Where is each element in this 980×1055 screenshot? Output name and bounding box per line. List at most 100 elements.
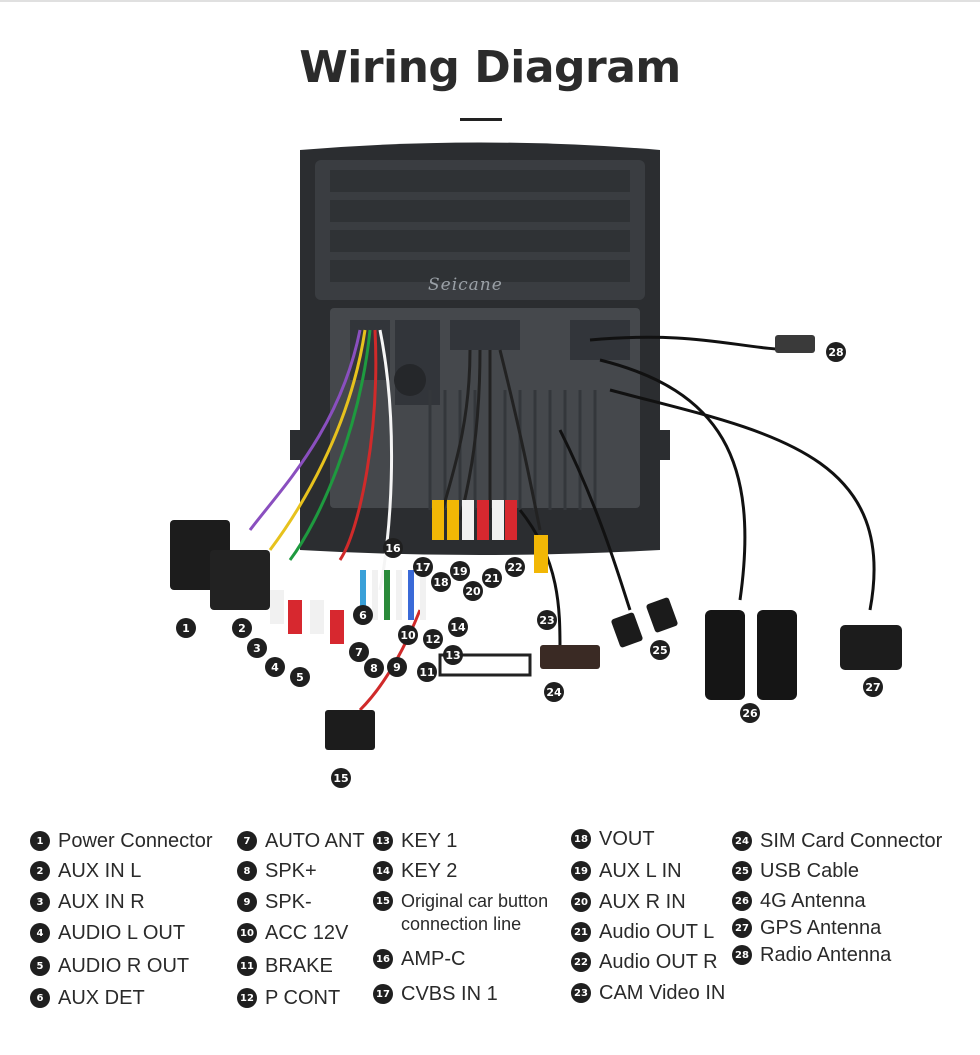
top-divider [0,0,980,2]
callout-number-10: 10 [400,629,416,642]
legend-label-18: VOUT [599,828,655,850]
legend-label-3: AUX IN R [58,891,145,913]
legend-label-1: Power Connector [58,830,213,852]
legend-item-21: 21 Audio OUT L [571,921,714,943]
callout-badge-14 [448,617,468,637]
callout-badge-9 [387,657,407,677]
callout-number-27: 27 [865,681,880,694]
callout-badge-21 [482,568,502,588]
legend-label-17: CVBS IN 1 [401,983,498,1005]
brand-logo: Seicane [428,275,503,295]
callout-badge-12 [423,629,443,649]
callout-number-6: 6 [359,609,367,622]
callout-number-2: 2 [238,622,246,635]
legend-label-5: AUDIO R OUT [58,955,190,977]
legend-label-23: CAM Video IN [599,982,726,1004]
wiring-diagram: Seicane [170,142,902,788]
legend-number-22: 22 [571,952,591,972]
callout-number-28: 28 [828,346,843,359]
callout-number-25: 25 [652,644,667,657]
legend-number-21: 21 [571,922,591,942]
legend-number-14: 14 [373,861,393,881]
legend-label-7: AUTO ANT [265,830,365,852]
legend-number-10: 10 [237,923,257,943]
callout-badge-19 [450,561,470,581]
callout-badge-10 [398,625,418,645]
callout-badge-11 [417,662,437,682]
page-title: Wiring Diagram [299,42,681,93]
callout-number-16: 16 [385,542,401,555]
legend-number-25: 25 [732,861,752,881]
usb-plug-a [611,612,643,648]
callout-number-17: 17 [415,561,430,574]
legend-number-1: 1 [30,831,50,851]
callout-number-1: 1 [182,622,190,635]
legend-number-20: 20 [571,892,591,912]
callout-number-14: 14 [450,621,466,634]
legend-number-7: 7 [237,831,257,851]
callout-badge-24 [544,682,564,702]
legend-label-14: KEY 2 [401,860,458,882]
callout-badge-5 [290,667,310,687]
callout-number-8: 8 [370,662,378,675]
callout-badge-16 [383,538,403,558]
callout-number-26: 26 [742,707,758,720]
callout-number-7: 7 [355,646,363,659]
callout-number-18: 18 [433,576,448,589]
callout-number-5: 5 [296,671,304,684]
legend-label-25: USB Cable [760,860,859,882]
head-unit: Seicane [290,142,670,555]
callout-number-21: 21 [484,572,499,585]
legend-item-25: 25 USB Cable [732,860,859,882]
callout-badge-3 [247,638,267,658]
legend-number-26: 26 [732,891,752,911]
legend-label-21: Audio OUT L [599,921,715,943]
legend-number-9: 9 [237,892,257,912]
legend-label-16: AMP-C [401,948,466,970]
callout-badge-4 [265,657,285,677]
power-connector [170,520,270,610]
legend-item-20: 20 AUX R IN [571,891,686,913]
title-underline [460,118,502,121]
usb-plug-b [646,597,678,633]
callout-badge-18 [431,572,451,592]
callout-number-11: 11 [419,666,434,679]
legend-number-13: 13 [373,831,393,851]
legend-item-1: 1 Power Connector [30,830,213,852]
mounting-bracket [438,653,532,677]
callout-badge-22 [505,557,525,577]
callout-badge-23 [537,610,557,630]
callout-badge-17 [413,557,433,577]
callout-badge-20 [463,581,483,601]
sim-card-connector [540,645,600,669]
rca-plugs [270,500,548,644]
callout-number-9: 9 [393,661,401,674]
legend-label-20: AUX R IN [599,891,686,913]
4g-antenna-right [757,610,797,700]
callout-badge-6 [353,605,373,625]
radio-antenna-plug [775,335,815,353]
callout-number-13: 13 [445,649,460,662]
legend-label-27: GPS Antenna [760,917,882,939]
legend-label-24: SIM Card Connector [760,830,943,852]
callout-badge-13 [443,645,463,665]
legend-label-12: P CONT [265,987,341,1009]
legend-label-8: SPK+ [265,860,317,882]
legend-label-11: BRAKE [265,955,333,977]
